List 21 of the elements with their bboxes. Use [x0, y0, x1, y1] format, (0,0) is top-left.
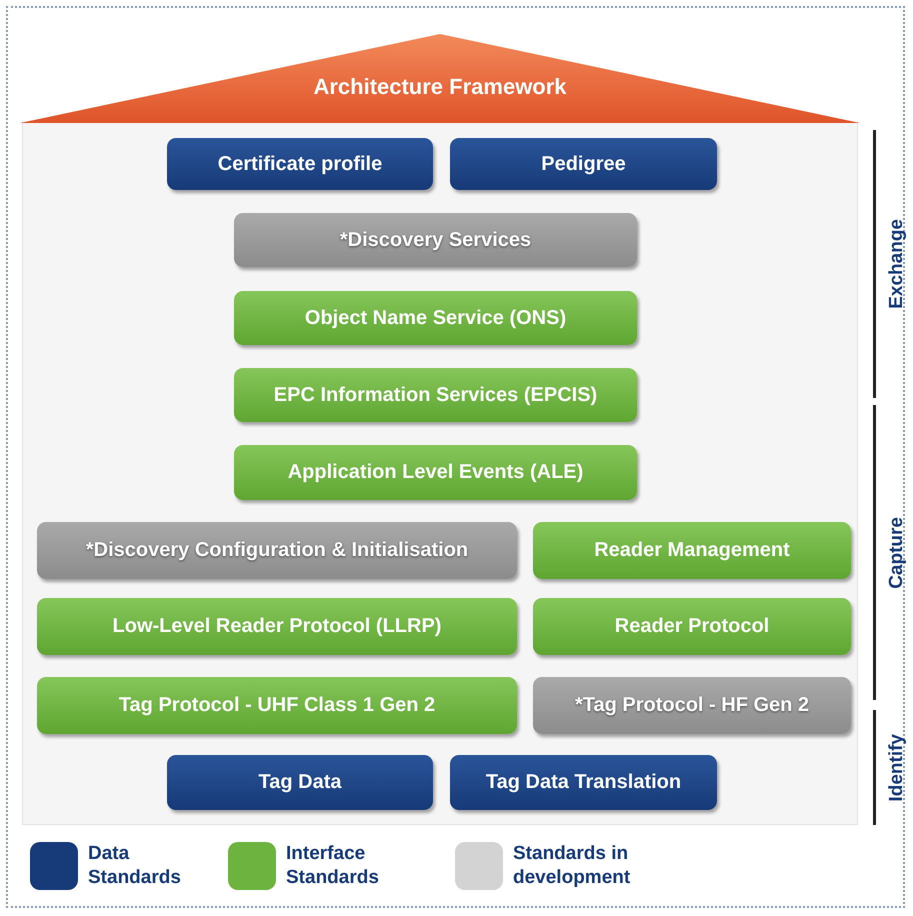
standard-box: Tag Data: [167, 755, 433, 810]
standard-box: Tag Protocol - UHF Class 1 Gen 2: [37, 677, 517, 734]
standard-box: *Tag Protocol - HF Gen 2: [533, 677, 851, 734]
standard-box: Low-Level Reader Protocol (LLRP): [37, 598, 517, 655]
standard-box: *Discovery Configuration & Initialisation: [37, 522, 517, 579]
layer-label: Exchange: [886, 219, 908, 309]
roof-triangle: Architecture Framework: [20, 34, 860, 123]
standard-box: Reader Management: [533, 522, 851, 579]
legend-text: Data Standards: [88, 842, 182, 890]
legend-text: Interface Standards: [286, 842, 380, 890]
standard-box: *Discovery Services: [234, 213, 637, 267]
layer-label: Identify: [886, 734, 908, 802]
standard-box: Certificate profile: [167, 138, 433, 190]
standard-box: Reader Protocol: [533, 598, 851, 655]
standard-box: EPC Information Services (EPCIS): [234, 368, 637, 422]
standard-box: Object Name Service (ONS): [234, 291, 637, 345]
legend-text: Standards in development: [513, 842, 632, 890]
standard-box: Tag Data Translation: [450, 755, 717, 810]
standard-box: Pedigree: [450, 138, 717, 190]
layer-label: Capture: [886, 516, 908, 588]
standard-box: Application Level Events (ALE): [234, 445, 637, 500]
